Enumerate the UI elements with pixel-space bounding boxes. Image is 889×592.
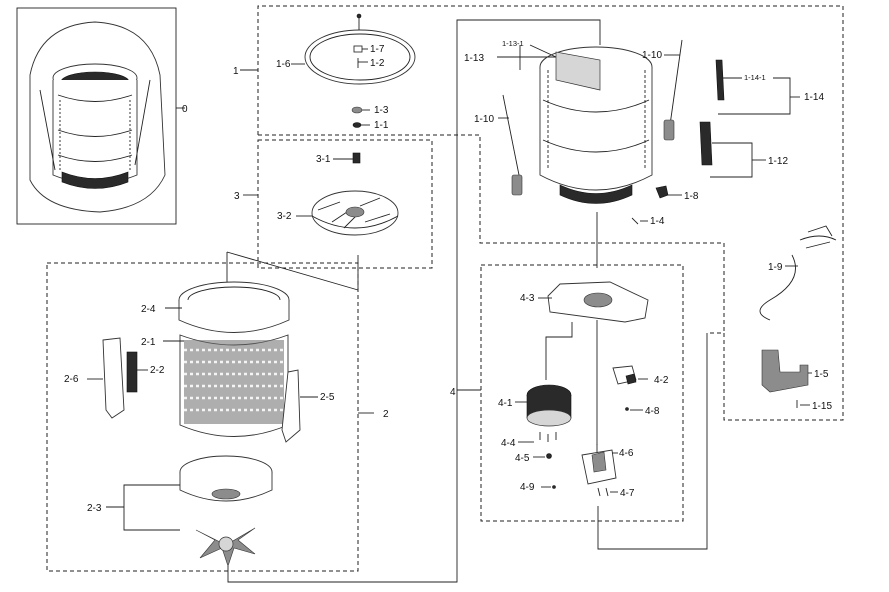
label-4-7: 4-7 [620,488,635,499]
perforations [184,340,284,424]
label-1-15: 1-15 [812,401,832,412]
label-2-4: 2-4 [141,304,156,315]
label-1-2: 1-2 [370,58,385,69]
label-2-6: 2-6 [64,374,79,385]
label-1-10-right: 1-10 [642,50,662,61]
label-2: 2 [383,409,389,420]
label-0: 0 [182,104,188,115]
label-1-5: 1-5 [814,369,829,380]
label-1-12: 1-12 [768,156,788,167]
label-4: 4 [450,387,456,398]
label-4-5: 4-5 [515,453,530,464]
label-3-1: 3-1 [316,154,331,165]
label-4-8: 4-8 [645,406,660,417]
label-1-9: 1-9 [768,262,783,273]
label-1-7: 1-7 [370,44,385,55]
label-4-6: 4-6 [619,448,634,459]
label-2-2: 2-2 [150,365,165,376]
label-1: 1 [233,66,239,77]
label-4-4: 4-4 [501,438,516,449]
label-3: 3 [234,191,240,202]
label-1-14: 1-14 [804,92,824,103]
label-4-1: 4-1 [498,398,513,409]
label-1-4: 1-4 [650,216,665,227]
group-3-pulsator: 3 3-1 3-2 [234,139,433,269]
label-1-8: 1-8 [684,191,699,202]
group-2-inner-basket: 2 2-4 2-1 2-2 2-6 2-5 [46,251,458,583]
group-0-assembly: 0 [16,7,188,225]
label-1-13: 1-13 [464,53,484,64]
label-4-9: 4-9 [520,482,535,493]
label-2-3: 2-3 [87,503,102,514]
label-1-10-left: 1-10 [474,114,494,125]
label-1-13-1: 1-13-1 [502,39,524,48]
label-2-5: 2-5 [320,392,335,403]
label-1-3: 1-3 [374,105,389,116]
group-4-drive: 4 4-3 4-1 4-4 4-5 4-9 4-2 4-8 [450,212,708,550]
label-1-1: 1-1 [374,120,389,131]
label-3-2: 3-2 [277,211,292,222]
label-1-6: 1-6 [276,59,291,70]
label-4-2: 4-2 [654,375,669,386]
group-1-tub-cover: 1 1-6 1-7 1-2 1-3 1-1 [233,5,844,421]
label-1-14-1: 1-14-1 [744,73,766,82]
label-2-1: 2-1 [141,337,156,348]
label-4-3: 4-3 [520,293,535,304]
group-1-outer-tub: 1-13 1-13-1 1-10 1-10 1-14-1 1-14 1-12 1… [258,19,837,412]
